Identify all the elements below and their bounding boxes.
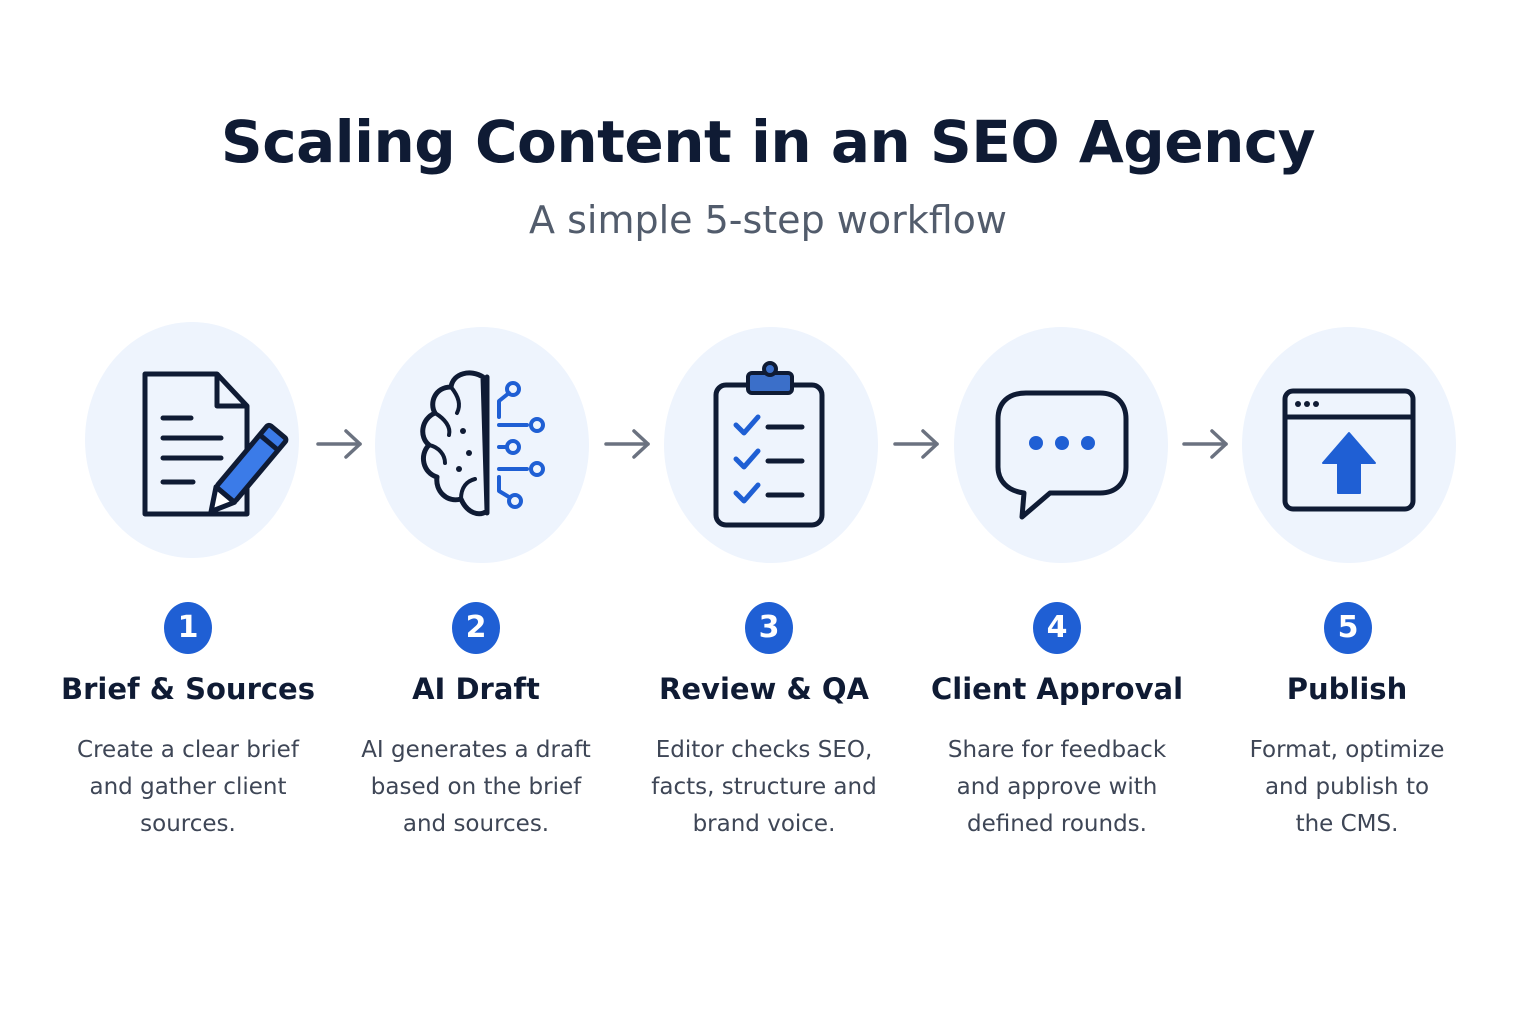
arrow-right-icon [1180, 424, 1232, 464]
step-1-description-line: sources. [140, 811, 236, 837]
step-2-title: AI Draft [412, 672, 540, 706]
arrow-right-icon [602, 424, 654, 464]
step-1-description: Create a clear brief and gather client s… [48, 732, 328, 843]
step-3-number-badge: 3 [745, 602, 793, 654]
browser-upload-icon [1282, 388, 1416, 512]
arrow-right-icon [314, 424, 366, 464]
chat-bubble-icon [995, 390, 1129, 520]
step-3-description-line: brand voice. [692, 811, 836, 837]
step-4-title: Client Approval [930, 672, 1184, 706]
step-4-description: Share for feedback and approve with defi… [917, 732, 1197, 843]
step-2-description-line: based on the brief [370, 774, 582, 800]
step-4-description-line: Share for feedback [947, 737, 1167, 763]
step-5-description-line: Format, optimize [1249, 737, 1445, 763]
document-pencil-icon [142, 371, 289, 517]
ai-brain-icon [420, 370, 545, 517]
arrow-right-icon [891, 424, 943, 464]
step-5-title: Publish [1286, 672, 1408, 706]
step-3-description: Editor checks SEO, facts, structure and … [624, 732, 904, 843]
page-title: Scaling Content in an SEO Agency [220, 108, 1316, 176]
step-4-description-line: defined rounds. [967, 811, 1147, 837]
step-5-number-badge: 5 [1324, 602, 1372, 654]
step-3-icon-circle [664, 327, 878, 563]
step-1-title: Brief & Sources [61, 672, 315, 706]
step-1-description-line: and gather client [89, 774, 287, 800]
step-3-description-line: Editor checks SEO, [655, 737, 873, 763]
step-5-description-line: and publish to [1264, 774, 1430, 800]
step-1-description-line: Create a clear brief [77, 737, 299, 763]
step-3-title: Review & QA [659, 672, 869, 706]
step-5-description: Format, optimize and publish to the CMS. [1207, 732, 1487, 843]
clipboard-checklist-icon [713, 361, 825, 528]
step-2-description-line: AI generates a draft [361, 737, 591, 763]
page-subtitle: A simple 5-step workflow [529, 198, 1007, 242]
step-1-icon-circle [85, 322, 299, 558]
step-2-icon-circle [375, 327, 589, 563]
step-1-number-badge: 1 [164, 602, 212, 654]
step-3-description-line: facts, structure and [651, 774, 877, 800]
step-2-number-badge: 2 [452, 602, 500, 654]
step-2-description: AI generates a draft based on the brief … [336, 732, 616, 843]
step-4-description-line: and approve with [956, 774, 1158, 800]
step-5-description-line: the CMS. [1295, 811, 1399, 837]
step-4-icon-circle [954, 327, 1168, 563]
step-2-description-line: and sources. [402, 811, 550, 837]
step-4-number-badge: 4 [1033, 602, 1081, 654]
step-5-icon-circle [1242, 327, 1456, 563]
